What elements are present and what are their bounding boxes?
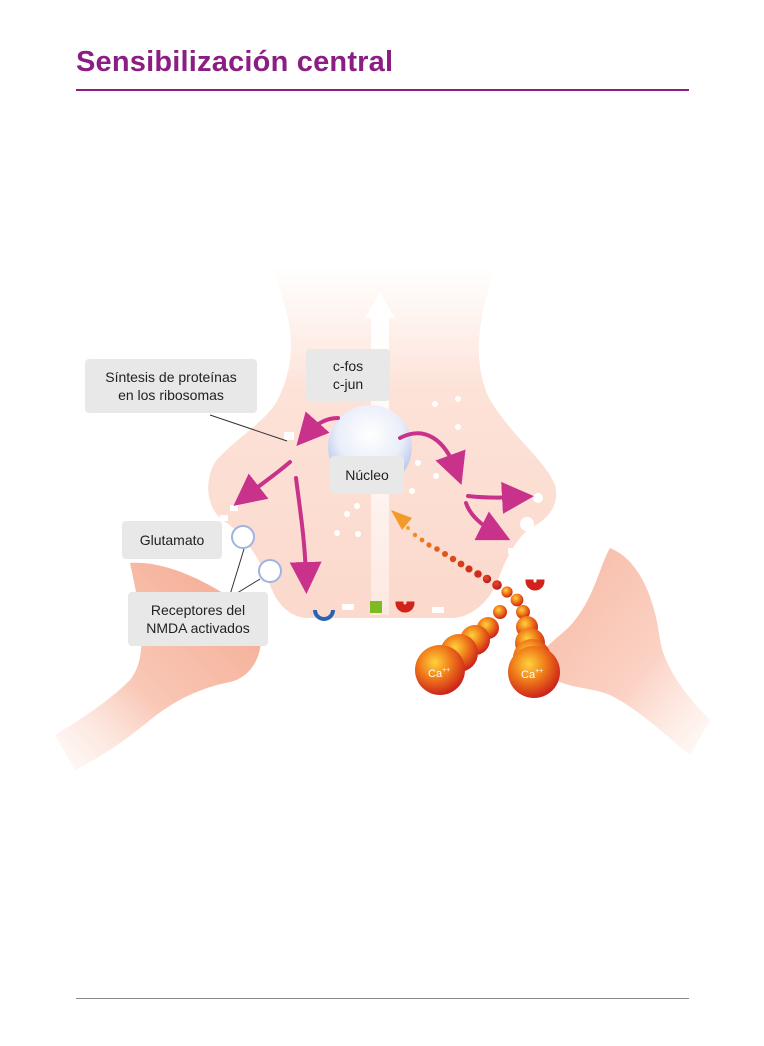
calcium-influx-trail	[391, 510, 524, 607]
footer-rule	[76, 998, 689, 999]
axon-arrow-head	[365, 292, 395, 318]
calcium-label-right: Ca++	[521, 668, 543, 681]
nmda-receptor-circle	[258, 559, 282, 583]
nucleus-label: Núcleo	[330, 456, 404, 494]
calcium-ions	[415, 605, 560, 698]
right-presynaptic-terminal	[540, 548, 710, 755]
protein-synthesis-label: Síntesis de proteínas en los ribosomas	[85, 359, 257, 413]
receptor-green	[370, 601, 382, 613]
title-rule	[76, 89, 689, 91]
calcium-label-left: Ca++	[428, 667, 450, 680]
glutamate-label: Glutamato	[122, 521, 222, 559]
receptor-blue	[313, 609, 335, 621]
page-title: Sensibilización central	[76, 46, 394, 78]
receptor-red	[395, 601, 415, 613]
genes-label: c-fos c-jun	[306, 349, 390, 401]
protein-transport-arrows	[233, 411, 534, 594]
receptor-red-right	[525, 579, 545, 591]
membrane-channels	[220, 432, 543, 613]
glutamate-circle	[231, 525, 255, 549]
nmda-receptors-label: Receptores del NMDA activados	[128, 592, 268, 646]
